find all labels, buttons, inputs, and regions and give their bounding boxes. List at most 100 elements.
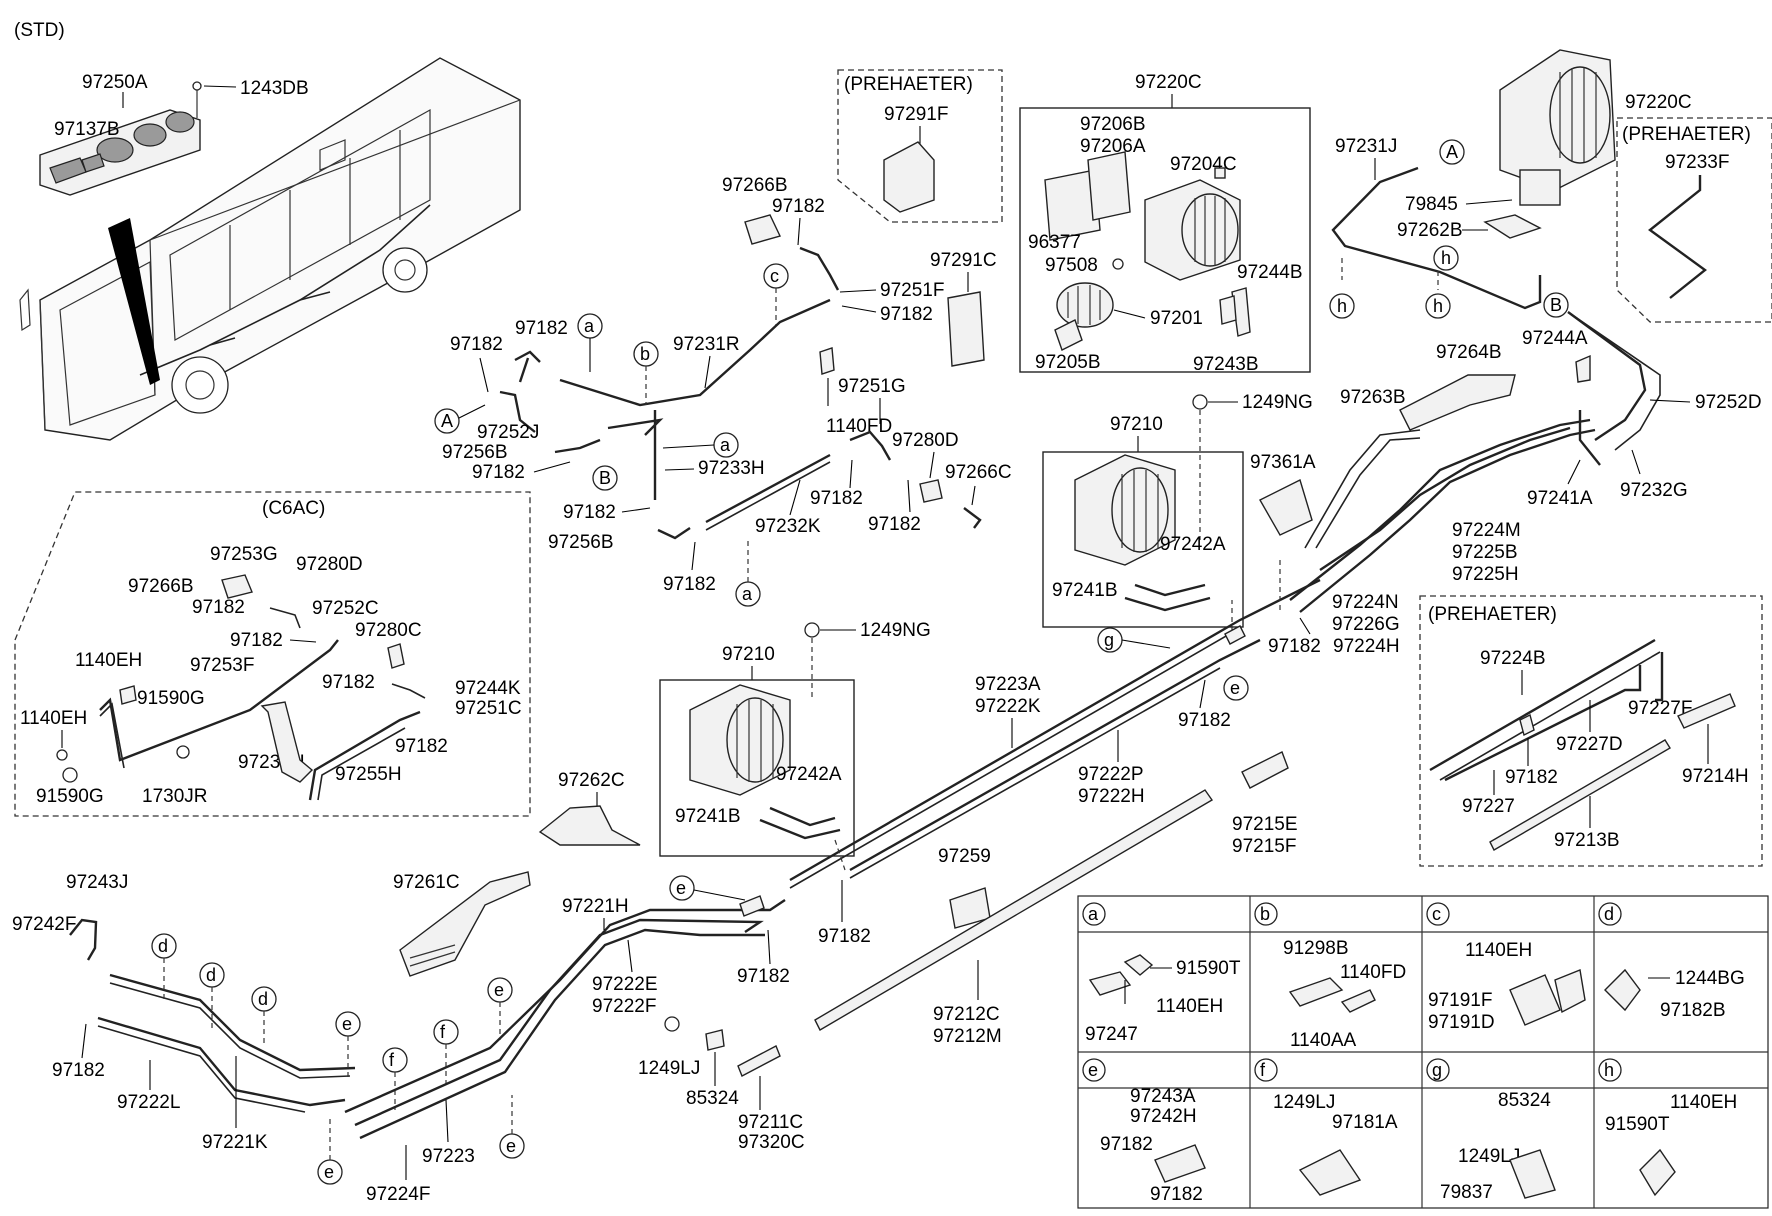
part-label: 97222F: [592, 996, 656, 1017]
ref-marker: b: [640, 344, 650, 364]
ref-marker: f: [389, 1050, 395, 1070]
part-label: 97255H: [335, 764, 402, 785]
rails-97212: 97259 97212C 97212M: [814, 789, 1214, 1047]
legend-part: 97242H: [1130, 1106, 1197, 1127]
legend-part: 1140EH: [1465, 940, 1532, 961]
part-label: 97252C: [312, 598, 379, 619]
part-label: 97361A: [1250, 452, 1316, 473]
heater-box-upper: 1249NG 97210 97242A 97241B: [1042, 392, 1313, 628]
part-label: 1249NG: [1242, 392, 1313, 413]
part-label: 97182: [395, 736, 448, 757]
part-label: 97182: [818, 926, 871, 947]
legend-part: 1140FD: [1340, 962, 1406, 983]
legend-letter: d: [1604, 904, 1614, 924]
part-label: 97264B: [1436, 342, 1502, 363]
preheater-box-top: (PREHAETER) 97291F: [837, 69, 1003, 223]
part-label: 97244A: [1522, 328, 1588, 349]
legend-part: 97181A: [1332, 1112, 1398, 1133]
legend-letter: h: [1604, 1060, 1614, 1080]
part-label: 97243J: [66, 872, 128, 893]
ref-marker: B: [1550, 295, 1562, 315]
ref-marker: A: [441, 411, 453, 431]
part-label: 97222L: [117, 1092, 180, 1113]
part-label: 97213B: [1554, 830, 1620, 851]
legend-d-marker: [1598, 902, 1622, 926]
part-label: 97204C: [1170, 154, 1237, 175]
part-label: 97182: [772, 196, 825, 217]
part-label: 97182: [192, 597, 245, 618]
part-label: 97182: [1268, 636, 1321, 657]
pipes-97223A: g 97223A 97222K e 97182 97222P 97222H: [789, 560, 1321, 889]
legend-part: 1249LJ: [1273, 1092, 1335, 1113]
part-label: 97251C: [455, 698, 522, 719]
part-label: 1249NG: [860, 620, 931, 641]
clip-1249LJ: 1249LJ 85324 97211C 97320C: [638, 1016, 805, 1153]
part-label: 97250A: [82, 72, 148, 93]
ref-marker: e: [324, 1162, 334, 1182]
part-label: 97215F: [1232, 836, 1296, 857]
part-label: 97182: [868, 514, 921, 535]
part-label: 97206A: [1080, 136, 1146, 157]
bracket-97215: 97215E 97215F: [1232, 751, 1298, 857]
legend-part: 97182: [1100, 1134, 1153, 1155]
legend-part: 91298B: [1283, 938, 1349, 959]
part-label: 97182: [563, 502, 616, 523]
part-label: 97231J: [1335, 136, 1397, 157]
part-label: 97291C: [930, 250, 997, 271]
legend-letter: c: [1432, 904, 1441, 924]
part-label: 79845: [1405, 194, 1458, 215]
part-label: 97320C: [738, 1132, 805, 1153]
part-label: 97266B: [128, 576, 194, 597]
part-label: 97262C: [558, 770, 625, 791]
part-label: 97242A: [1160, 534, 1226, 555]
legend-part: 1140EH: [1156, 996, 1223, 1017]
part-label: 97212M: [933, 1026, 1002, 1047]
legend-part: 1140EH: [1670, 1092, 1737, 1113]
part-label: 97508: [1045, 255, 1098, 276]
ref-marker: e: [494, 980, 504, 1000]
part-label: 97244B: [1237, 262, 1303, 283]
preheater-box-right-bottom: (PREHAETER) 97224B 97227F 97227D 97182 9…: [1419, 595, 1763, 867]
legend-part: 97191D: [1428, 1012, 1495, 1033]
part-label: 97252D: [1695, 392, 1762, 413]
pipes-bottom: 97262C 97261C 97243J 97242F 97182 d d d …: [12, 770, 871, 1205]
legend-letter: f: [1260, 1060, 1266, 1080]
ref-marker: g: [1104, 630, 1114, 650]
part-label: 97251G: [838, 376, 906, 397]
part-label: 97263B: [1340, 387, 1406, 408]
legend-a-marker: [1082, 902, 1106, 926]
ref-marker: e: [1230, 678, 1240, 698]
part-label: 97253F: [190, 655, 254, 676]
legend-part: 91590T: [1176, 958, 1241, 979]
legend-part: 97182B: [1660, 1000, 1726, 1021]
part-label: 97266B: [722, 175, 788, 196]
part-label: 97182: [810, 488, 863, 509]
part-label: 97215E: [1232, 814, 1298, 835]
ref-marker: e: [506, 1136, 516, 1156]
part-label: 97211C: [738, 1112, 803, 1133]
part-label: 97210: [722, 644, 775, 665]
ref-marker: h: [1441, 248, 1451, 268]
legend-part: 1140AA: [1290, 1030, 1357, 1051]
part-label: 97227F: [1628, 698, 1692, 719]
part-label: 97182: [322, 672, 375, 693]
legend-part: 97247: [1085, 1024, 1138, 1045]
part-label: 97182: [515, 318, 568, 339]
preheater-box-right-top: (PREHAETER) 97233F: [1616, 117, 1772, 323]
heater-top-right: 97220C 79845 97262B: [1397, 49, 1692, 241]
part-label: 97256B: [548, 532, 614, 553]
part-label: 96377: [1028, 232, 1081, 253]
legend-part: 1244BG: [1675, 968, 1745, 989]
part-label: 97137B: [54, 119, 120, 140]
legend-f-marker: [1254, 1058, 1278, 1082]
part-label: 97182: [663, 574, 716, 595]
part-label: 97220C: [1625, 92, 1692, 113]
part-label: 97221H: [562, 896, 629, 917]
part-label: 97242F: [12, 914, 76, 935]
part-label: 97214H: [1682, 766, 1749, 787]
part-label: 97182: [880, 304, 933, 325]
part-label: 97220C: [1135, 72, 1202, 93]
legend-letter: b: [1260, 904, 1270, 924]
c6ac-box: (C6AC) 97253G 97280D 97266B 97182 97252C…: [14, 491, 531, 817]
